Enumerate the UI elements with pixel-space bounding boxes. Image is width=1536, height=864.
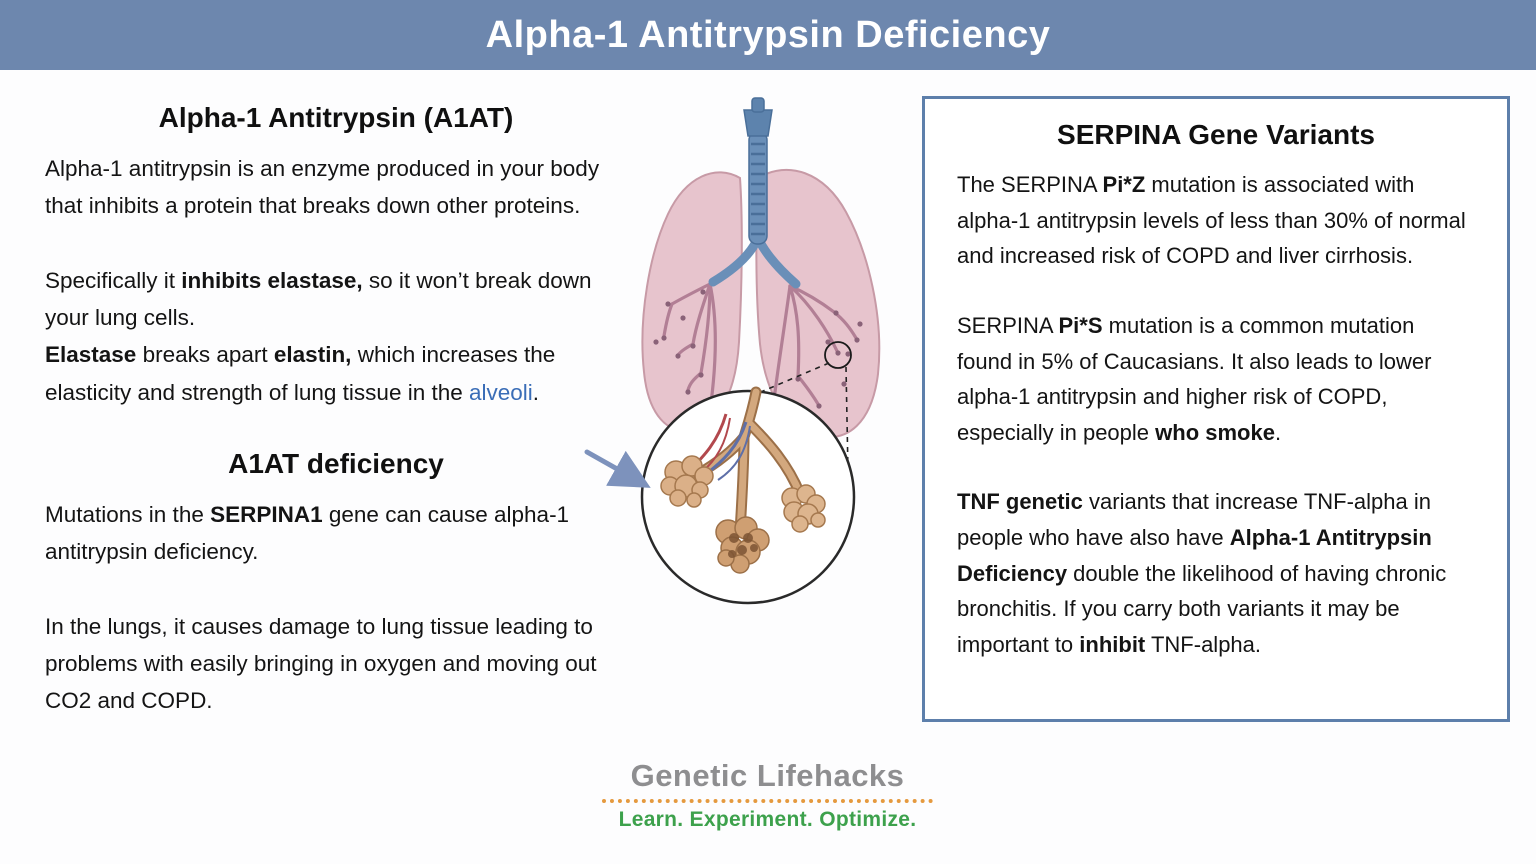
text-segment: who smoke xyxy=(1155,419,1275,445)
logo-tagline: Learn. Experiment. Optimize. xyxy=(618,808,917,831)
arrow-icon xyxy=(584,449,651,488)
trachea xyxy=(708,97,801,289)
text-segment: In the lungs, it causes damage to lung t… xyxy=(45,613,597,714)
alveoli-pointer-arrow xyxy=(582,446,672,500)
text-segment: which increases the elasticity and stren… xyxy=(45,342,556,405)
text-segment: SERPINA1 xyxy=(210,502,323,528)
logo-wordmark: Genetic Lifehacks xyxy=(630,758,905,793)
text-segment: so it won’t break down your lung cells. xyxy=(45,267,592,331)
text-segment: inhibits elastase, xyxy=(181,267,363,293)
a1at-heading: Alpha-1 Antitrypsin (A1AT) xyxy=(158,102,514,133)
text-segment: . xyxy=(532,379,540,405)
logo-block: Genetic Lifehacks Learn. Experiment. Opt… xyxy=(600,758,935,832)
right-lung xyxy=(755,168,881,438)
paragraph-pis: SERPINA Pi*S mutation is a common mutati… xyxy=(957,308,1475,451)
paragraph-lung-damage: In the lungs, it causes damage to lung t… xyxy=(45,608,627,720)
logo-dotted-divider xyxy=(602,799,933,803)
text-segment: Alpha-1 Antitrypsin Deficiency xyxy=(957,525,1432,586)
text-segment: Specifically it xyxy=(45,267,182,293)
text-segment: breaks apart xyxy=(136,342,274,368)
text-segment: TNF genetic xyxy=(957,489,1083,515)
lungs-illustration xyxy=(598,92,918,612)
text-segment: mutation is associated with alpha-1 anti… xyxy=(957,172,1466,269)
alveoli-cluster-dark xyxy=(715,516,770,574)
page-title: Alpha-1 Antitrypsin Deficiency xyxy=(485,13,1051,56)
zoom-source-circle xyxy=(824,341,852,369)
text-segment: Pi*S xyxy=(1058,312,1103,338)
text-segment: . xyxy=(1274,419,1282,445)
text-segment: Alpha-1 antitrypsin is an enzyme produce… xyxy=(45,156,600,219)
text-segment: The SERPINA xyxy=(957,172,1103,197)
serpina-variants-box: SERPINA Gene Variants The SERPINA Pi*Z m… xyxy=(922,96,1510,722)
deficiency-heading: A1AT deficiency xyxy=(228,448,444,480)
alveoli-cluster-capillaries xyxy=(660,455,714,508)
alveoli-cluster-plain xyxy=(781,484,826,533)
paragraph-tnf: TNF genetic variants that increase TNF-a… xyxy=(957,484,1475,662)
left-column: Alpha-1 Antitrypsin (A1AT) Alpha-1 antit… xyxy=(45,102,627,757)
left-lung xyxy=(641,171,743,432)
text-segment: TNF-alpha. xyxy=(1145,631,1262,657)
serpina-heading: SERPINA Gene Variants xyxy=(1057,119,1375,150)
text-segment: double the likelihood of having chronic … xyxy=(957,560,1447,657)
text-segment: variants that increase TNF-alpha in peop… xyxy=(957,489,1431,550)
text-segment: alveoli xyxy=(469,379,533,405)
bronchial-tree xyxy=(662,282,858,424)
text-segment: Mutations in the xyxy=(45,502,211,528)
paragraph-elastase: Specifically it inhibits elastase, so it… xyxy=(45,262,627,337)
paragraph-piz: The SERPINA Pi*Z mutation is associated … xyxy=(957,167,1475,274)
lungs-alveoli-diagram-svg xyxy=(640,97,881,605)
paragraph-a1at-intro: Alpha-1 antitrypsin is an enzyme produce… xyxy=(45,150,627,225)
text-segment: SERPINA xyxy=(957,312,1059,338)
paragraph-serpina1-mutations: Mutations in the SERPINA1 gene can cause… xyxy=(45,496,627,571)
zoom-circle xyxy=(640,386,856,605)
text-segment: elastin, xyxy=(273,342,352,368)
text-segment: Elastase xyxy=(45,342,137,368)
title-bar: Alpha-1 Antitrypsin Deficiency xyxy=(0,0,1536,70)
text-segment: inhibit xyxy=(1079,631,1146,657)
text-segment: Pi*Z xyxy=(1102,172,1146,197)
text-segment: mutation is a common mutation found in 5… xyxy=(957,312,1432,445)
paragraph-elastin-alveoli: Elastase breaks apart elastin, which inc… xyxy=(45,336,627,411)
text-segment: gene can cause alpha-1 antitrypsin defic… xyxy=(45,502,570,565)
